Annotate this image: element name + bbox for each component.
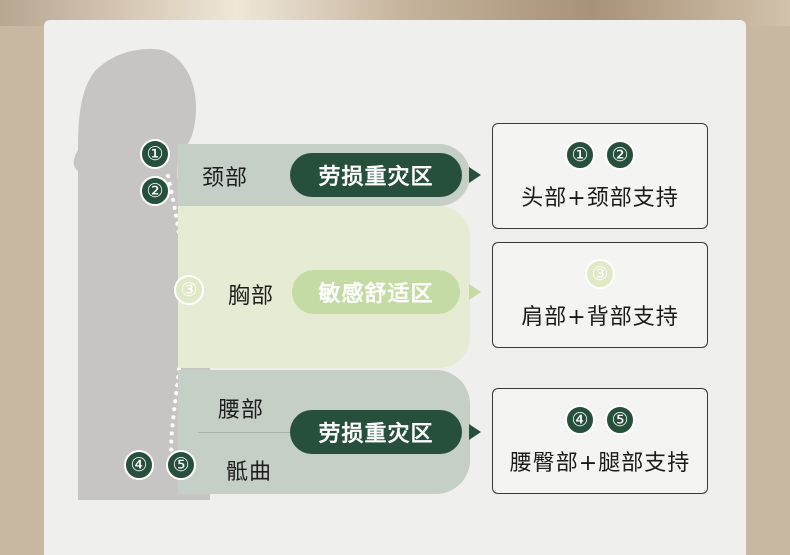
support-marker-3: ③ [585,259,615,289]
chest-label: 胸部 [228,284,275,309]
support-box-waist-leg: ④ ⑤ 腰臀部+腿部支持 [492,388,708,494]
support-title: 肩部+背部支持 [521,305,679,330]
support-box-head-neck: ① ② 头部+颈部支持 [492,123,708,229]
neck-label: 颈部 [202,166,249,191]
support-box-shoulder-back: ③ 肩部+背部支持 [492,242,708,348]
neck-arrow [469,167,481,183]
support-marker-4: ④ [565,405,595,435]
lower-zone-pill: 劳损重灾区 [290,410,462,454]
support-markers: ③ [493,259,707,289]
spine-marker-5: ⑤ [166,450,196,480]
chest-zone-pill: 敏感舒适区 [292,270,460,314]
chest-arrow [469,284,481,300]
spine-marker-2: ② [140,176,170,206]
spine-marker-3: ③ [174,275,204,305]
support-title: 腰臀部+腿部支持 [509,451,691,476]
spine-marker-1: ① [140,139,170,169]
support-marker-1: ① [565,140,595,170]
support-marker-2: ② [605,140,635,170]
support-markers: ④ ⑤ [493,405,707,435]
support-marker-5: ⑤ [605,405,635,435]
spine-marker-4: ④ [124,450,154,480]
silhouette-face [73,150,118,200]
lower-arrow [469,424,481,440]
support-markers: ① ② [493,140,707,170]
neck-zone-pill: 劳损重灾区 [290,153,462,197]
sacral-label: 骶曲 [226,460,273,485]
support-title: 头部+颈部支持 [521,186,679,211]
waist-label: 腰部 [218,398,265,423]
